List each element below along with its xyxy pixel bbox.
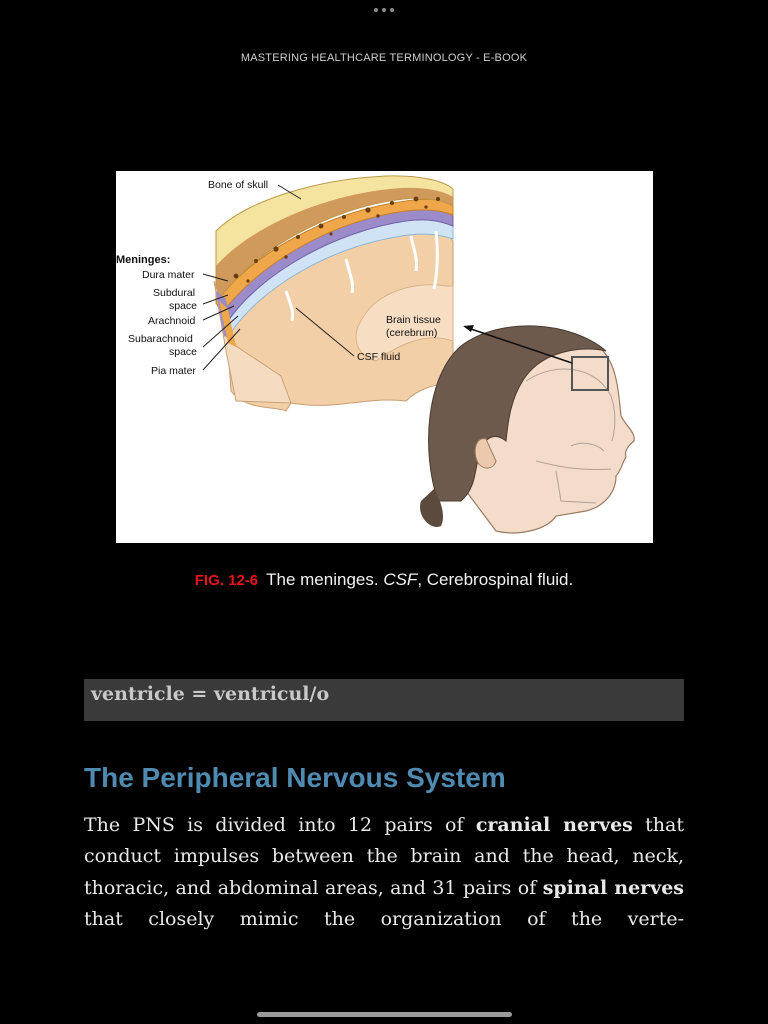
caption-text-1: The meninges. bbox=[266, 570, 384, 589]
dot bbox=[390, 8, 394, 12]
meninges-figure: Bone of skull Meninges: Dura mater Subdu… bbox=[116, 171, 653, 543]
dura-layer bbox=[215, 198, 454, 314]
label-meninges: Meninges: bbox=[116, 254, 170, 266]
more-options-icon[interactable] bbox=[374, 4, 394, 16]
vessels bbox=[284, 230, 439, 322]
book-title: MASTERING HEALTHCARE TERMINOLOGY - E-BOO… bbox=[240, 52, 528, 64]
layer-front bbox=[213, 280, 292, 404]
dot bbox=[374, 8, 378, 12]
meninges-illustration: Bone of skull Meninges: Dura mater Subdu… bbox=[116, 175, 635, 534]
caption-abbr: CSF bbox=[383, 570, 418, 589]
label-subarachnoid: Subarachnoid bbox=[128, 333, 193, 345]
leader-lines bbox=[202, 184, 355, 371]
label-subarachnoid-space: space bbox=[169, 346, 197, 358]
label-cerebrum: (cerebrum) bbox=[386, 327, 437, 339]
skull-outline bbox=[525, 368, 616, 504]
bone-pores bbox=[233, 196, 440, 283]
zoom-arrow bbox=[467, 327, 573, 364]
skull-spongy-bone bbox=[216, 187, 453, 303]
label-pia-mater: Pia mater bbox=[151, 365, 196, 377]
brain-fold bbox=[355, 284, 454, 362]
term-box: ventricle = ventricul/o bbox=[84, 679, 684, 721]
zoom-arrowhead bbox=[463, 325, 474, 332]
dot bbox=[382, 8, 386, 12]
label-csf-fluid: CSF fluid bbox=[357, 351, 400, 363]
zoom-box bbox=[571, 356, 609, 391]
paragraph-part-3: that closely mimic the organization of t… bbox=[84, 907, 684, 930]
label-arachnoid: Arachnoid bbox=[148, 315, 195, 327]
label-bone-of-skull: Bone of skull bbox=[208, 179, 268, 191]
body-paragraph: The PNS is divided into 12 pairs of cran… bbox=[84, 810, 684, 935]
layer-front-orange bbox=[219, 301, 236, 347]
home-indicator[interactable] bbox=[257, 1012, 512, 1017]
caption-text-2: , Cerebrospinal fluid. bbox=[417, 570, 574, 589]
label-dura-mater: Dura mater bbox=[142, 269, 195, 281]
term-cranial-nerves: cranial nerves bbox=[475, 814, 633, 836]
figure-number: FIG. 12-6 bbox=[194, 572, 259, 589]
figure-caption: FIG. 12-6 The meninges. CSF, Cerebrospina… bbox=[0, 570, 768, 590]
paragraph-part-2: that conduct impulses between the brain … bbox=[84, 814, 685, 899]
ear bbox=[474, 438, 497, 469]
label-subdural-space: space bbox=[169, 300, 197, 312]
section-title: The Peripheral Nervous System bbox=[84, 762, 506, 793]
hair-tail bbox=[420, 489, 444, 527]
term-spinal-nerves: spinal nerves bbox=[542, 876, 684, 899]
paragraph-part-1: The PNS is divided into 12 pairs of bbox=[84, 814, 476, 836]
label-subdural: Subdural bbox=[153, 287, 195, 299]
label-brain-tissue: Brain tissue bbox=[386, 314, 441, 326]
